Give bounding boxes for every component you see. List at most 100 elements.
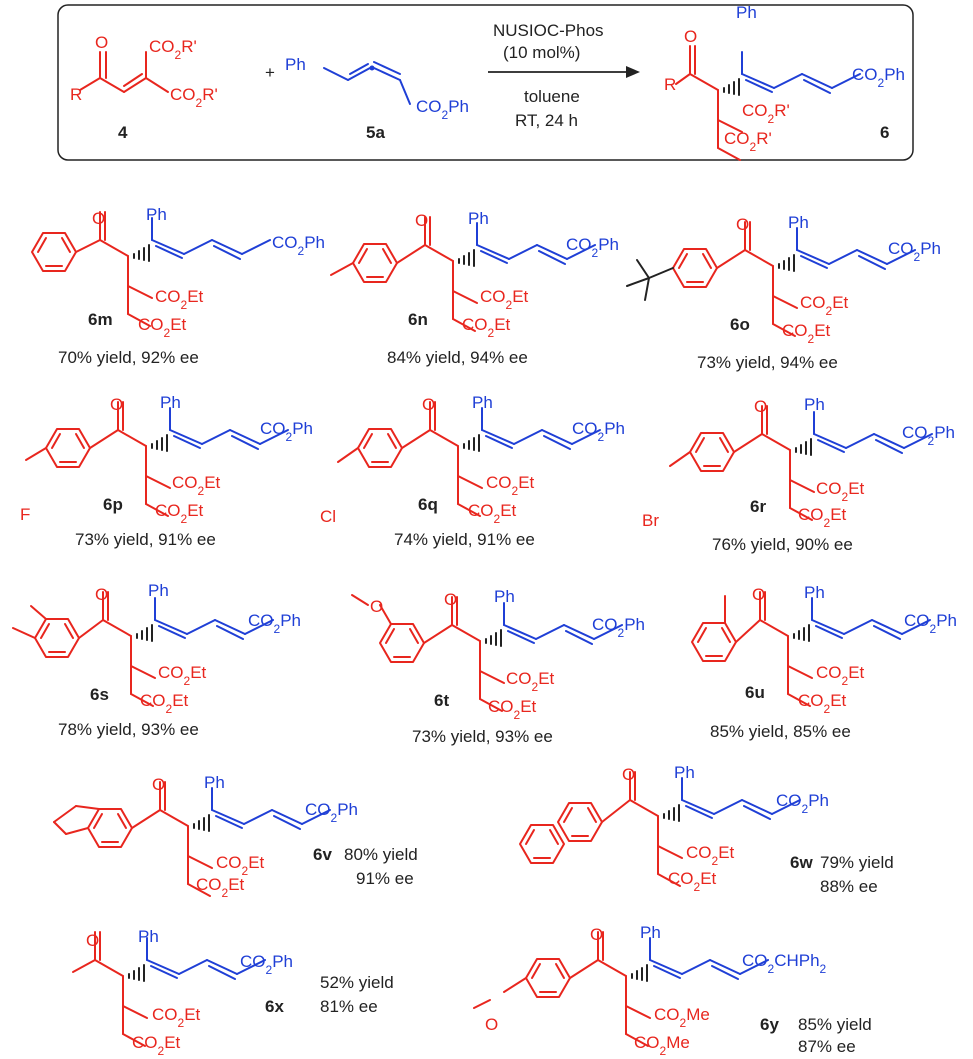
co2et-b-6t: CO2Et (488, 697, 537, 722)
product-6-label: 6 (880, 123, 889, 142)
co2ph-6w: CO2Ph (776, 791, 829, 816)
ph-6v: Ph (204, 773, 225, 792)
result-6s: 78% yield, 93% ee (58, 720, 199, 739)
product-o-label: O (684, 27, 697, 46)
f-substituent: F (20, 505, 30, 524)
yield-6w: 79% yield (820, 853, 894, 872)
co2ph-6t: CO2Ph (592, 615, 645, 640)
reagent-4-structure (79, 51, 169, 93)
label-6y: 6y (760, 1015, 779, 1034)
product-r-label: R (664, 75, 676, 94)
co2et-a-6n: CO2Et (480, 287, 529, 312)
ee-6v: 91% ee (356, 869, 414, 888)
co2ph-6n: CO2Ph (566, 235, 619, 260)
structure-6x (72, 931, 266, 1047)
structure-6t (351, 594, 623, 712)
structure-6m (31, 211, 271, 327)
product-ester2-label: CO2R' (724, 129, 772, 154)
label-6p: 6p (103, 495, 123, 514)
result-6t: 73% yield, 93% ee (412, 727, 553, 746)
product-6-structure (675, 45, 861, 161)
scheme-box (57, 4, 914, 161)
br-substituent: Br (642, 511, 659, 530)
r-group-label: R (70, 85, 82, 104)
co2et-b-6x: CO2Et (132, 1033, 181, 1058)
result-6o: 73% yield, 94% ee (697, 353, 838, 372)
o-6w: O (622, 765, 635, 784)
ee-6y: 87% ee (798, 1037, 856, 1056)
co2et-a-6w: CO2Et (686, 843, 735, 868)
structure-6q (337, 401, 601, 517)
co2ph-6u: CO2Ph (904, 611, 957, 636)
co2ph-6q: CO2Ph (572, 419, 625, 444)
conditions-text: RT, 24 h (515, 111, 578, 130)
label-6t: 6t (434, 691, 449, 710)
structure-6u (691, 591, 931, 707)
ph-6x: Ph (138, 927, 159, 946)
ee-6w: 88% ee (820, 877, 878, 896)
product-ph-label: Ph (736, 3, 757, 22)
o-6o: O (736, 215, 749, 234)
ph-6w: Ph (674, 763, 695, 782)
structure-6v (53, 781, 331, 897)
methoxy-o-6t: O (370, 597, 383, 616)
co2et-a-6u: CO2Et (816, 663, 865, 688)
co2chph2-6y: CO2CHPh2 (742, 951, 827, 976)
product-ester1-label: CO2R' (742, 101, 790, 126)
co2et-b-6n: CO2Et (462, 315, 511, 340)
co2et-a-6p: CO2Et (172, 473, 221, 498)
co2ph-6p: CO2Ph (260, 419, 313, 444)
co2ph-6o: CO2Ph (888, 239, 941, 264)
o-6x: O (86, 931, 99, 950)
o-6y: O (590, 925, 603, 944)
co2et-a-6m: CO2Et (155, 287, 204, 312)
structure-6r (669, 405, 933, 521)
o-6n: O (415, 211, 428, 230)
co2et-b-6r: CO2Et (798, 505, 847, 530)
o-6t: O (444, 590, 457, 609)
co2ph-6v: CO2Ph (305, 800, 358, 825)
yield-6y: 85% yield (798, 1015, 872, 1034)
result-6q: 74% yield, 91% ee (394, 530, 535, 549)
ph-6u: Ph (804, 583, 825, 602)
reagent-5a-structure (323, 61, 411, 105)
co2et-b-6s: CO2Et (140, 691, 189, 716)
label-6r: 6r (750, 497, 766, 516)
ph-6y: Ph (640, 923, 661, 942)
ph-6q: Ph (472, 393, 493, 412)
label-6v: 6v (313, 845, 332, 864)
co2et-a-6t: CO2Et (506, 669, 555, 694)
structure-6y (473, 931, 769, 1047)
o-6m: O (92, 209, 105, 228)
structure-6w (519, 771, 801, 887)
co2et-b-6v: CO2Et (196, 875, 245, 900)
co2et-a-6q: CO2Et (486, 473, 535, 498)
ester-label-bottom: CO2R' (170, 85, 218, 110)
phenyl-label: Ph (285, 55, 306, 74)
structure-6o (626, 221, 916, 337)
structure-6s (12, 591, 274, 707)
co2et-a-6v: CO2Et (216, 853, 265, 878)
co2et-a-6o: CO2Et (800, 293, 849, 318)
co2et-b-6q: CO2Et (468, 501, 517, 526)
label-6o: 6o (730, 315, 750, 334)
cl-substituent: Cl (320, 507, 336, 526)
result-6n: 84% yield, 94% ee (387, 348, 528, 367)
o-6v: O (152, 775, 165, 794)
co2ph-6m: CO2Ph (272, 233, 325, 258)
structure-6p (25, 401, 289, 517)
o-6r: O (754, 397, 767, 416)
co2et-a-6r: CO2Et (816, 479, 865, 504)
ph-6n: Ph (468, 209, 489, 228)
reagent-4-label: 4 (118, 123, 128, 142)
ph-6t: Ph (494, 587, 515, 606)
ee-6x: 81% ee (320, 997, 378, 1016)
co2et-a-6s: CO2Et (158, 663, 207, 688)
o-6s: O (95, 585, 108, 604)
ph-6m: Ph (146, 205, 167, 224)
label-6s: 6s (90, 685, 109, 704)
result-6p: 73% yield, 91% ee (75, 530, 216, 549)
reagent-5a-label: 5a (366, 123, 385, 142)
co2et-b-6p: CO2Et (155, 501, 204, 526)
